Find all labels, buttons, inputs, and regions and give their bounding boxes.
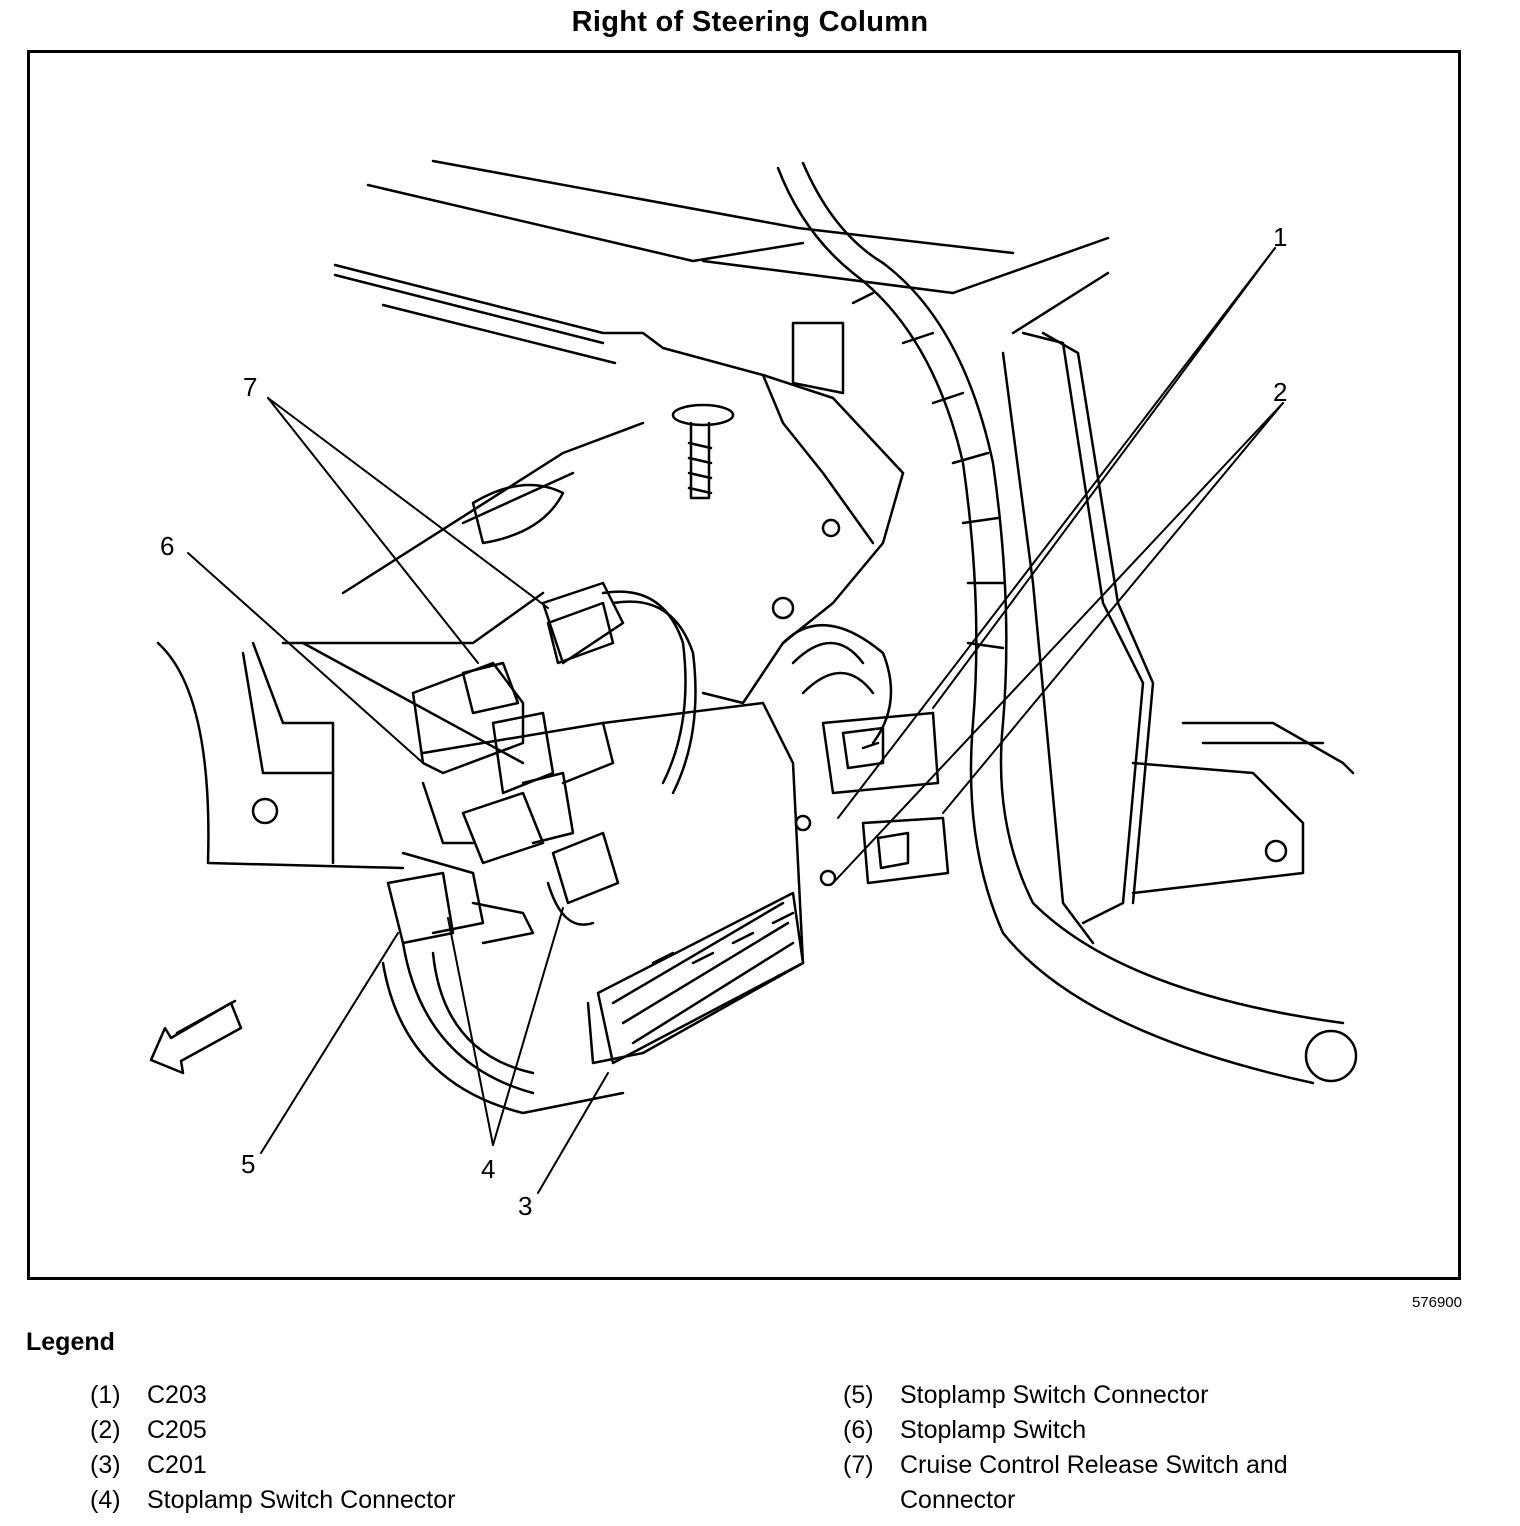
legend-item: (5) Stoplamp Switch Connector [843, 1378, 1370, 1413]
leader-1 [932, 247, 1276, 709]
callout-1: 1 [1273, 222, 1287, 252]
legend-item-text: Stoplamp Switch [900, 1416, 1087, 1444]
connector-c201 [586, 701, 837, 1065]
callout-3: 3 [518, 1191, 532, 1221]
switch-cluster [386, 581, 697, 945]
leader-2b [832, 402, 1284, 884]
legend-item-number: (5) [843, 1381, 874, 1409]
leader-5 [260, 932, 399, 1154]
leader-4a [447, 917, 494, 1146]
connector-c203 [821, 711, 940, 795]
leader-6 [187, 552, 424, 764]
legend-item-text: C205 [147, 1416, 207, 1444]
legend-column-left: (1) C203 (2) C205 (3) C201 (4) Stoplamp … [90, 1378, 617, 1518]
connector-c205 [861, 816, 950, 885]
leader-4b [492, 907, 564, 1146]
wire-harness [776, 161, 1358, 1085]
legend-item: (1) C203 [90, 1378, 617, 1413]
bolt-icon [251, 403, 841, 825]
legend-item-number: (1) [90, 1381, 121, 1409]
legend-item: (4) Stoplamp Switch Connector [90, 1483, 617, 1518]
leader-3 [537, 1072, 609, 1194]
legend-item-text: Stoplamp Switch Connector [900, 1381, 1209, 1409]
legend-item: (6) Stoplamp Switch [843, 1413, 1370, 1448]
leader-7b [267, 397, 549, 609]
legend-item-text: C201 [147, 1451, 207, 1479]
legend-item-text: Stoplamp Switch Connector [147, 1486, 456, 1514]
legend-item-number: (6) [843, 1416, 874, 1444]
callout-7: 7 [243, 372, 257, 402]
legend-item-number: (4) [90, 1486, 121, 1514]
side-panel [791, 321, 1155, 945]
wiring-illustration: 1 2 3 4 5 6 7 [149, 159, 1358, 1221]
leader-7a [267, 397, 479, 664]
legend-item-number: (7) [843, 1451, 874, 1479]
callout-2: 2 [1273, 377, 1287, 407]
leader-2 [942, 402, 1284, 814]
legend-item: (7) Cruise Control Release Switch and Co… [843, 1448, 1370, 1518]
figure-id: 576900 [1411, 1294, 1462, 1311]
leader-1b [837, 247, 1276, 819]
callout-4: 4 [481, 1154, 495, 1184]
legend-item: (2) C205 [90, 1413, 617, 1448]
diagram-title: Right of Steering Column [571, 6, 929, 38]
mounting-bracket [1131, 721, 1355, 895]
callout-6: 6 [160, 531, 174, 561]
legend-heading: Legend [26, 1328, 115, 1356]
legend-column-right: (5) Stoplamp Switch Connector (6) Stopla… [843, 1378, 1370, 1518]
leader-lines [187, 247, 1284, 1194]
diagram-frame: 1 2 3 4 5 6 7 [27, 50, 1461, 1280]
direction-arrow-icon [149, 999, 243, 1075]
legend-item-number: (3) [90, 1451, 121, 1479]
lower-loom [381, 941, 625, 1115]
legend-item-number: (2) [90, 1416, 121, 1444]
legend-item: (3) C201 [90, 1448, 617, 1483]
dash-structure [156, 159, 1110, 870]
legend-item-text: Cruise Control Release Switch and Connec… [900, 1451, 1288, 1514]
callout-5: 5 [241, 1149, 255, 1179]
legend-item-text: C203 [147, 1381, 207, 1409]
